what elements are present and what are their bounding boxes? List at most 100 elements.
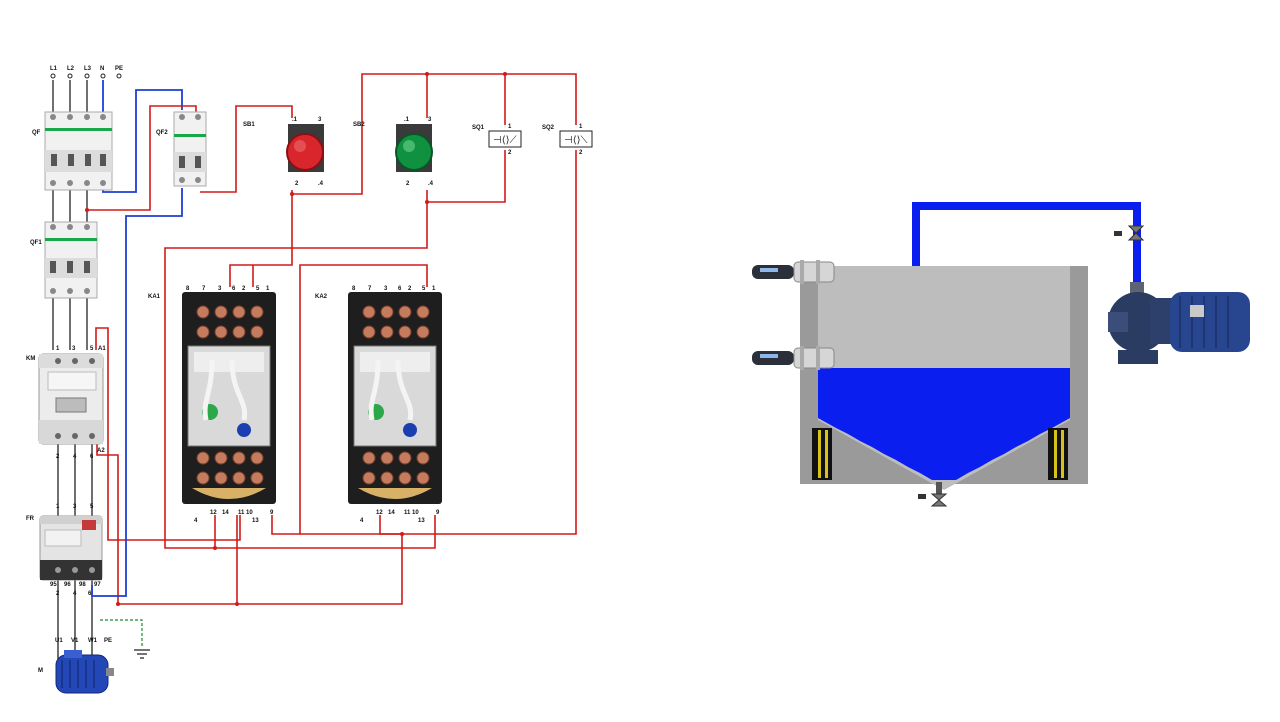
relay-terminal-screw (398, 451, 412, 465)
relay-terminal-screw (398, 325, 412, 339)
ka1-9 (271, 515, 300, 535)
motor-pe: PE (104, 638, 112, 644)
sb1-feed (200, 105, 293, 193)
relay-terminal-screw (196, 325, 210, 339)
relay-bottom-terminal-label: 14 (222, 510, 229, 516)
relay-bottom-terminal-label: 11 (404, 510, 411, 516)
km-to-fr (57, 440, 93, 518)
qf2-label: QF2 (156, 130, 168, 136)
relay-terminal-screw (416, 451, 430, 465)
supply-pipe (912, 202, 1141, 282)
contactor-km[interactable]: KM 1 3 5 A1 2 4 6 A2 (26, 346, 106, 460)
sb1-n3: 3 (318, 117, 322, 123)
fr-t5: 5 (90, 504, 94, 510)
relay-base (192, 488, 266, 499)
fr-t1: 1 (56, 504, 60, 510)
relay-top-terminal-label: 3 (384, 286, 388, 292)
relay-terminal-screw (232, 305, 246, 319)
relay-terminal-screw (232, 325, 246, 339)
relay-terminal-screw (362, 451, 376, 465)
thermal-relay-fr[interactable]: FR 1 3 5 95 96 98 97 2 4 6 (26, 504, 103, 597)
sb2-n4: .4 (428, 181, 434, 187)
tank-leg-left (812, 428, 832, 480)
relay-terminal-screw (362, 325, 376, 339)
fr-97: 97 (94, 582, 101, 588)
sb2-label: SB2 (353, 122, 365, 128)
fr-t6: 6 (88, 591, 92, 597)
relay-terminal-screw (380, 471, 394, 485)
lower-level-sensor-icon (752, 346, 835, 370)
breaker-qf[interactable]: QF (32, 111, 113, 191)
km-a2: A2 (97, 448, 105, 454)
km-t6: 6 (90, 454, 94, 460)
km-t3: 3 (72, 346, 76, 352)
sq1-label: SQ1 (472, 125, 485, 131)
push-button-sb1[interactable]: SB1 .1 3 2 .4 (243, 117, 324, 187)
relay-terminal-screw (416, 305, 430, 319)
relay-led-blue-icon (403, 423, 417, 437)
relay-terminal-screw (362, 305, 376, 319)
relay-top-terminal-label: 6 (398, 286, 402, 292)
level-switch-sq1[interactable]: SQ1 1 ⊣⟨⟩⟋ 2 (472, 124, 522, 156)
breaker-qf2[interactable]: QF2 (156, 111, 207, 187)
relay-terminal-screw (214, 305, 228, 319)
relay-top-terminal-label: 2 (242, 286, 246, 292)
relay-terminal-screw (380, 325, 394, 339)
pe-label: PE (115, 66, 123, 72)
relay-terminal-screw (250, 325, 264, 339)
sq2-n1: 1 (579, 124, 583, 130)
breaker-qf1[interactable]: QF1 (30, 221, 98, 299)
fr-98: 98 (79, 582, 86, 588)
relay-bottom-terminal-label: 11 (238, 510, 245, 516)
motor-u1: U1 (55, 638, 63, 644)
relay-top-terminal-label: 8 (186, 286, 190, 292)
relay-top-terminal-label: 3 (218, 286, 222, 292)
km-t5: 5 (90, 346, 94, 352)
relay-bottom-terminal-label: 12 (210, 510, 217, 516)
motor-label: M (38, 668, 43, 674)
level-switch-sq2[interactable]: SQ2 1 ⊣⟨⟩⟍ 2 (542, 124, 593, 156)
water-pump-icon (1108, 282, 1250, 364)
relay-top-terminal-label: 7 (368, 286, 372, 292)
qf-label: QF (32, 130, 41, 136)
relay-bottom-terminal-label: 4 (360, 518, 364, 524)
relay-bottom-terminal-label: 10 (412, 510, 419, 516)
sb1-n4: .4 (318, 181, 324, 187)
relay-terminal-screw (214, 325, 228, 339)
relay-bottom-terminal-label: 9 (270, 510, 274, 516)
relay-terminal-screw (416, 325, 430, 339)
relay-top-terminal-label: 8 (352, 286, 356, 292)
km-label: KM (26, 356, 35, 362)
l3-label: L3 (84, 66, 92, 72)
motor: U1 V1 W1 PE M (38, 638, 114, 694)
relay-terminal-screw (416, 471, 430, 485)
relay-bottom-terminal-label: 4 (194, 518, 198, 524)
water-level (818, 368, 1070, 480)
push-button-sb2[interactable]: SB2 .1 3 2 .4 (353, 117, 434, 187)
sq1-n2: 2 (508, 150, 512, 156)
sq1-return (426, 150, 506, 203)
relay-bottom-terminal-label: 14 (388, 510, 395, 516)
relay-terminal-screw (196, 471, 210, 485)
relay-terminal-screw (196, 305, 210, 319)
junction-dots (85, 72, 507, 606)
sb1-to-ka1 (229, 194, 293, 287)
ka2-13 (237, 515, 403, 605)
relay-window (194, 352, 264, 372)
supply-terminals: L1 L2 L3 N PE (50, 66, 123, 79)
qf1-to-km (52, 295, 88, 350)
relay-terminal-screw (380, 305, 394, 319)
fr-96: 96 (64, 582, 71, 588)
relay-top-terminal-label: 5 (422, 286, 426, 292)
sb2-n2: 2 (406, 181, 410, 187)
relay-bottom-terminal-label: 13 (252, 518, 259, 524)
tank-system (752, 202, 1250, 507)
relay-bottom-terminal-label: 13 (418, 518, 425, 524)
relay-top-terminal-label: 2 (408, 286, 412, 292)
km-t2: 2 (56, 454, 60, 460)
sb2-n3: 3 (428, 117, 432, 123)
sb1-n1: .1 (292, 117, 298, 123)
